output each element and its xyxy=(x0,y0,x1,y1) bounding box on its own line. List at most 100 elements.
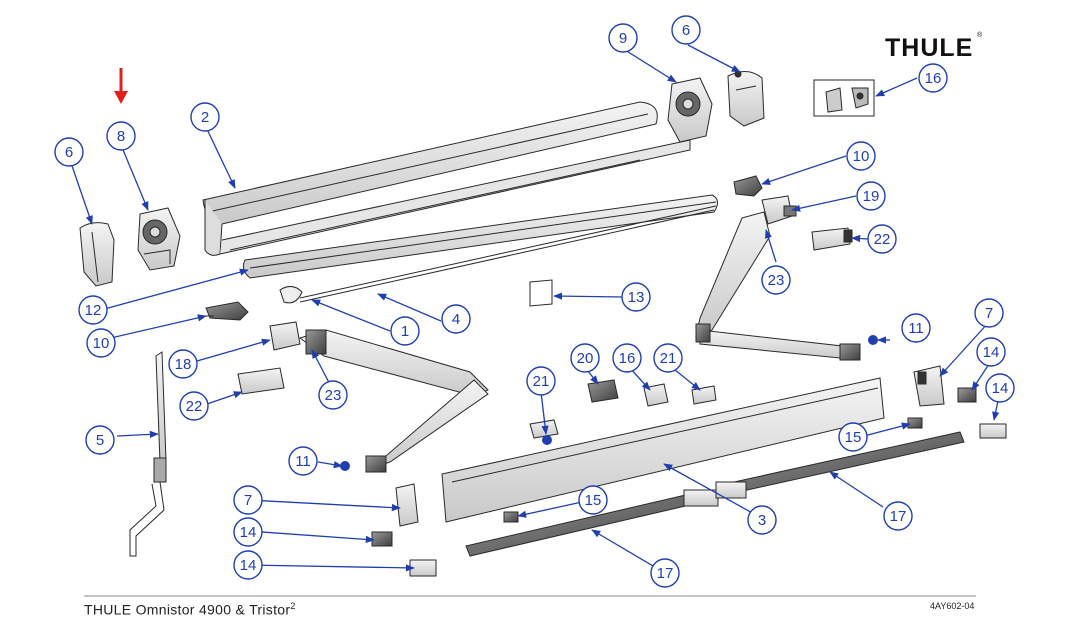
telescopic-leg xyxy=(465,431,965,557)
callout-circle xyxy=(578,485,608,515)
connector-dot xyxy=(542,435,552,445)
callout-circle xyxy=(976,337,1006,367)
callout-circle xyxy=(233,550,263,580)
callout-label: 4 xyxy=(452,311,460,328)
callout-label: 19 xyxy=(863,188,880,205)
callout-c18: 18 xyxy=(168,349,198,379)
callout-label: 18 xyxy=(175,356,192,373)
callout-circle xyxy=(179,391,209,421)
callout-c12: 12 xyxy=(78,295,108,325)
callout-c1: 1 xyxy=(390,316,420,346)
callout-c21b: 21 xyxy=(653,343,683,373)
callout-circle xyxy=(168,349,198,379)
callout-circle xyxy=(650,558,680,588)
callout-label: 11 xyxy=(295,453,311,470)
front-bar xyxy=(441,377,885,523)
callout-circle xyxy=(608,23,638,53)
thule-logo: THULE ® Sweden xyxy=(885,31,983,62)
callout-group: 1234566778910101111121314141414151516161… xyxy=(54,15,1015,588)
callout-c23b: 23 xyxy=(761,265,791,295)
callout-circle xyxy=(653,343,683,373)
end-cap-right xyxy=(727,70,765,127)
callout-label: 21 xyxy=(660,350,677,367)
callout-c5: 5 xyxy=(85,425,115,455)
callout-label: 10 xyxy=(853,148,870,165)
label-13 xyxy=(529,279,553,307)
callout-label: 23 xyxy=(325,387,342,404)
arm-head-19 xyxy=(761,195,797,225)
callout-c6a: 6 xyxy=(54,137,84,167)
callout-circle xyxy=(106,121,136,151)
callout-label: 17 xyxy=(657,565,674,582)
callout-label: 16 xyxy=(925,70,942,87)
callout-label: 14 xyxy=(983,344,1000,361)
callout-c9: 9 xyxy=(608,23,638,53)
callout-c15b: 15 xyxy=(838,422,868,452)
callout-label: 13 xyxy=(628,289,645,306)
callout-circle xyxy=(838,422,868,452)
right-arm-assembly xyxy=(695,211,861,361)
callout-c16a: 16 xyxy=(918,63,948,93)
callout-label: 23 xyxy=(768,272,785,289)
callout-c22a: 22 xyxy=(867,224,897,254)
callout-c15a: 15 xyxy=(578,485,608,515)
winding-gear-right xyxy=(667,77,713,143)
callout-c11a: 11 xyxy=(288,446,318,476)
document-title: THULE Omnistor 4900 & Tristor2 xyxy=(84,601,296,618)
svg-text:Sweden: Sweden xyxy=(952,54,966,59)
callout-circle xyxy=(856,181,886,211)
callout-label: 6 xyxy=(682,22,690,39)
callout-c14c: 14 xyxy=(976,337,1006,367)
connector-dots xyxy=(340,335,878,471)
callout-circle xyxy=(78,295,108,325)
callout-circle xyxy=(288,446,318,476)
callout-label: 14 xyxy=(240,557,257,574)
callout-label: 6 xyxy=(65,144,73,161)
callout-label: 12 xyxy=(85,302,102,319)
callout-circle xyxy=(867,224,897,254)
callout-circle xyxy=(974,298,1004,328)
end-cover-7-right xyxy=(913,365,945,407)
callout-c3: 3 xyxy=(747,505,777,535)
left-arm-assembly xyxy=(269,321,489,473)
footer-rule xyxy=(84,595,976,597)
callout-circle xyxy=(233,517,263,547)
callout-label: 16 xyxy=(619,350,636,367)
callout-circle xyxy=(233,485,263,515)
svg-text:THULE: THULE xyxy=(885,34,973,62)
callout-circle xyxy=(985,373,1015,403)
winding-gear-left xyxy=(137,207,181,271)
callout-label: 14 xyxy=(240,524,257,541)
callout-label: 17 xyxy=(890,508,907,525)
callout-label: 5 xyxy=(96,432,104,449)
callout-c7a: 7 xyxy=(233,485,263,515)
cover-22-left xyxy=(237,367,285,395)
callout-label: 21 xyxy=(533,373,550,390)
title-superscript: 2 xyxy=(290,601,296,611)
callout-label: 1 xyxy=(401,323,409,340)
callout-c13: 13 xyxy=(621,282,651,312)
callout-label: 2 xyxy=(201,109,209,126)
callout-c21a: 21 xyxy=(526,366,556,396)
cassette-profile xyxy=(202,101,691,256)
callout-circle xyxy=(671,15,701,45)
callout-c10b: 10 xyxy=(846,141,876,171)
callout-circle xyxy=(918,63,948,93)
crank-handle xyxy=(129,351,167,557)
callout-circle xyxy=(390,316,420,346)
connector-dot xyxy=(868,335,878,345)
callout-label: 15 xyxy=(585,492,602,509)
callout-circle xyxy=(85,425,115,455)
callout-c2: 2 xyxy=(190,102,220,132)
callout-c7b: 7 xyxy=(974,298,1004,328)
callout-label: 10 xyxy=(93,335,110,352)
callout-circle xyxy=(570,343,600,373)
callout-circle xyxy=(318,380,348,410)
callout-circle xyxy=(54,137,84,167)
callout-circle xyxy=(621,282,651,312)
red-down-arrow-icon xyxy=(114,68,128,104)
callout-label: 15 xyxy=(845,429,862,446)
end-cap-left xyxy=(79,222,115,287)
clip-14 xyxy=(371,387,1007,577)
